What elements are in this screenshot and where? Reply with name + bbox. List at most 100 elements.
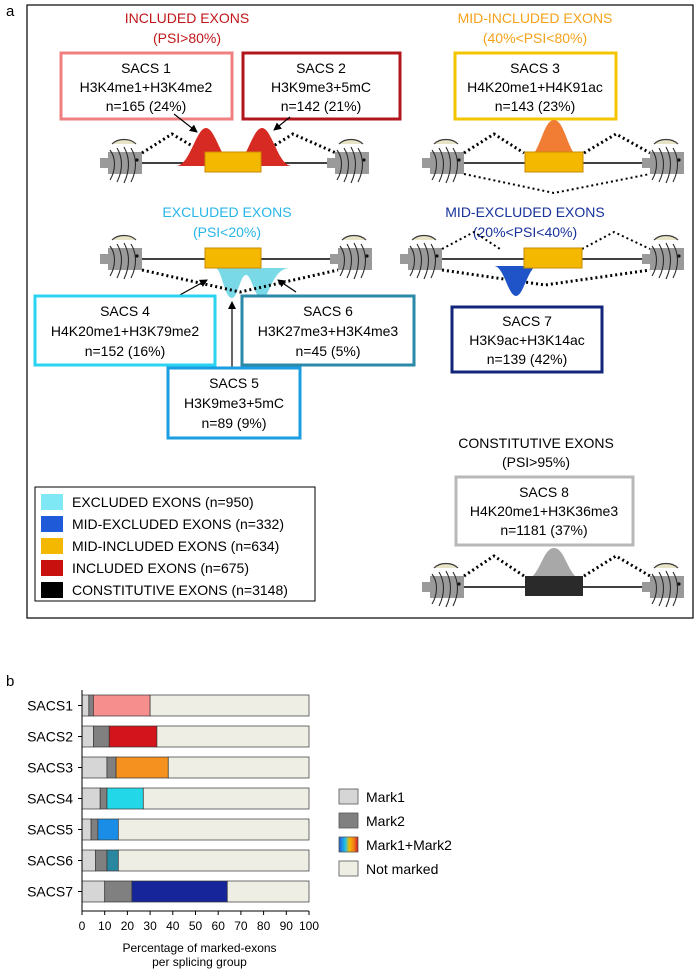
mid-included-title: MID-INCLUDED EXONS [458, 10, 613, 26]
x-tick-label: 30 [143, 919, 157, 933]
bar-segment [226, 880, 310, 903]
bar-segment [99, 787, 108, 810]
legend-swatch-mid-included [41, 538, 63, 554]
bar-segment [81, 849, 96, 872]
bar-segment [88, 694, 94, 717]
sacs-6-marks: H3K27me3+H3K4me3 [258, 323, 399, 339]
legend-swatch-included [41, 560, 63, 576]
sacs-8-count: n=1181 (37%) [500, 522, 587, 538]
sacs-5-count: n=89 (9%) [202, 415, 267, 431]
mid-excluded-subtitle: (20%<PSI<40%) [473, 224, 577, 240]
category-label: SACS7 [27, 884, 73, 900]
mid-excluded-splicing-diagram [399, 230, 685, 296]
bar-segment [81, 756, 108, 779]
panel-a-legend: EXCLUDED EXONS (n=950) MID-EXCLUDED EXON… [34, 486, 316, 602]
legend-label-mark2: Mark2 [366, 813, 405, 829]
legend-swatch-constitutive [41, 582, 63, 598]
category-label: SACS4 [27, 791, 73, 807]
included-subtitle: (PSI>80%) [153, 30, 221, 46]
legend-label-excluded: EXCLUDED EXONS (n=950) [72, 494, 254, 510]
sacs-8-name: SACS 8 [519, 484, 569, 500]
sacs-3-marks: H4K20me1+H4K91ac [467, 79, 603, 95]
legend-swatch-mid-excluded [41, 516, 63, 532]
legend-swatch-not-marked [338, 860, 359, 877]
sacs-2-marks: H3K9me3+5mC [271, 79, 371, 95]
bar-segment [167, 756, 310, 779]
category-label: SACS5 [27, 822, 73, 838]
sacs-4-count: n=152 (16%) [85, 343, 166, 359]
legend-label-mark1: Mark1 [366, 789, 405, 805]
x-tick-label: 60 [212, 919, 226, 933]
legend-swatch-excluded [41, 494, 63, 510]
bar-segment [104, 880, 133, 903]
bar-segment [142, 787, 310, 810]
x-tick-label: 70 [234, 919, 248, 933]
x-tick-label: 100 [299, 919, 319, 933]
sacs-1-box: SACS 1 H3K4me1+H3K4me2 n=165 (24%) [59, 51, 234, 121]
category-label: SACS3 [27, 760, 73, 776]
sacs-2-name: SACS 2 [296, 60, 346, 76]
included-title: INCLUDED EXONS [125, 10, 249, 26]
sacs-3-name: SACS 3 [510, 60, 560, 76]
sacs-4-name: SACS 4 [100, 303, 150, 319]
sacs-5-name: SACS 5 [209, 375, 259, 391]
legend-label-included: INCLUDED EXONS (n=675) [72, 560, 249, 576]
x-tick-label: 10 [98, 919, 112, 933]
x-tick-label: 0 [79, 919, 86, 933]
sacs-3-count: n=143 (23%) [495, 98, 576, 114]
bar-segment [156, 725, 310, 748]
bar-segment [81, 880, 106, 903]
sacs-7-count: n=139 (42%) [487, 351, 568, 367]
x-tick-label: 40 [166, 919, 180, 933]
sacs-7-marks: H3K9ac+H3K14ac [469, 332, 585, 348]
legend-label-mid-included: MID-INCLUDED EXONS (n=634) [72, 538, 279, 554]
bar-segment [106, 787, 144, 810]
bar-segment [95, 849, 108, 872]
legend-swatch-mark1 [338, 788, 359, 805]
sacs-2-box: SACS 2 H3K9me3+5mC n=142 (21%) [241, 51, 402, 121]
x-tick-label: 90 [280, 919, 294, 933]
legend-label-mid-excluded: MID-EXCLUDED EXONS (n=332) [72, 516, 284, 532]
bar-segment [106, 756, 117, 779]
sacs-1-marks: H3K4me1+H3K4me2 [80, 79, 213, 95]
bar-segment [117, 818, 310, 841]
panel-b-legend: Mark1 Mark2 Mark1+Mark2 Not marked [338, 788, 452, 877]
legend-label-mark1-mark2: Mark1+Mark2 [366, 837, 452, 853]
constitutive-splicing-diagram [421, 548, 685, 608]
sacs-7-box: SACS 7 H3K9ac+H3K14ac n=139 (42%) [450, 305, 604, 374]
constitutive-title: CONSTITUTIVE EXONS [458, 435, 614, 451]
bar-segment [81, 818, 92, 841]
bar-segment [81, 725, 94, 748]
bar-segment [90, 818, 99, 841]
panel-a-label: a [6, 3, 15, 20]
mid-excluded-title: MID-EXCLUDED EXONS [445, 204, 604, 220]
mid-included-splicing-diagram [421, 120, 685, 195]
bar-segment [108, 725, 158, 748]
bar-segment [81, 694, 90, 717]
bar-segment [106, 849, 119, 872]
excluded-title: EXCLUDED EXONS [162, 204, 291, 220]
sacs-2-count: n=142 (21%) [281, 98, 362, 114]
x-tick-label: 80 [257, 919, 271, 933]
category-label: SACS2 [27, 729, 73, 745]
legend-swatch-mark2 [338, 812, 359, 829]
bar-segment [92, 725, 110, 748]
sacs-1-name: SACS 1 [121, 60, 171, 76]
mid-included-subtitle: (40%<PSI<80%) [483, 30, 587, 46]
sacs-5-box: SACS 5 H3K9me3+5mC n=89 (9%) [166, 366, 302, 440]
bar-segment [92, 694, 151, 717]
sacs-4-marks: H4K20me1+H3K79me2 [51, 323, 199, 339]
bar-segment [131, 880, 228, 903]
x-tick-label: 50 [189, 919, 203, 933]
panel-a-frame [26, 4, 694, 619]
sacs-3-box: SACS 3 H4K20me1+H4K91ac n=143 (23%) [453, 51, 618, 121]
legend-label-constitutive: CONSTITUTIVE EXONS (n=3148) [72, 582, 288, 598]
sacs-4-box: SACS 4 H4K20me1+H3K79me2 n=152 (16%) [33, 294, 217, 367]
bar-segment [149, 694, 310, 717]
sacs-6-name: SACS 6 [303, 303, 353, 319]
bar-segment [117, 849, 310, 872]
excluded-subtitle: (PSI<20%) [193, 224, 261, 240]
sacs-8-marks: H4K20me1+H3K36me3 [470, 503, 618, 519]
